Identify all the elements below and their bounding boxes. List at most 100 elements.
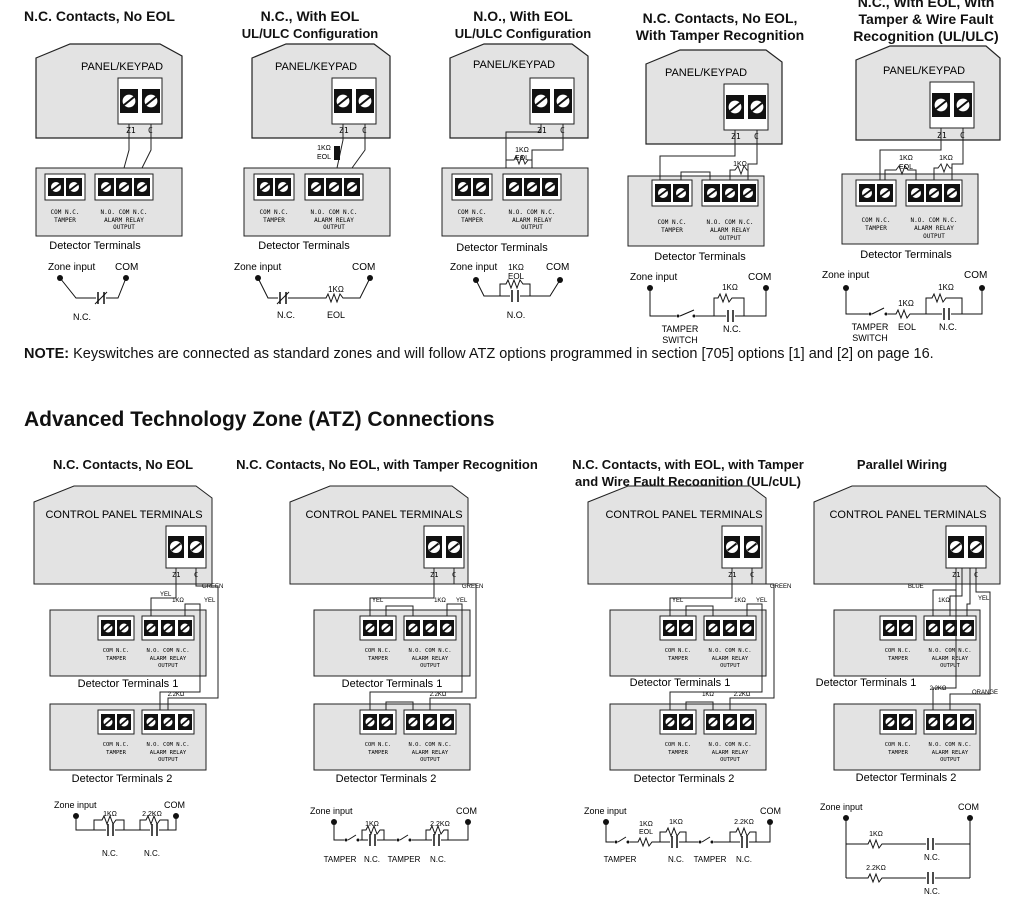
title-line1: N.O., With EOL: [473, 8, 573, 24]
tamper-label: TAMPER: [865, 225, 887, 232]
com-nc-label: COM N.C.: [365, 648, 392, 654]
atz-control-panel-1: CONTROL PANEL TERMINALS Z1 C: [33, 485, 213, 585]
alarm-relay-label: ALARM RELAY: [150, 750, 187, 756]
tamper-label: TAMPER: [668, 656, 689, 662]
detector-terminals-5: COM N.C. TAMPER N.O. COM N.C. ALARM RELA…: [841, 173, 979, 245]
resistor-1k-label: 1KΩ: [434, 598, 446, 604]
alarm-relay-label: ALARM RELAY: [932, 656, 969, 662]
detector-terminals-label: Detector Terminals: [654, 251, 746, 263]
output-label: OUTPUT: [323, 224, 345, 231]
atz-detector-4a: COM N.C. TAMPER N.O. COM N.C. ALARM RELA…: [833, 609, 981, 677]
resistor-22k-label: 2.2KΩ: [142, 811, 162, 818]
alarm-relay-label: ALARM RELAY: [512, 217, 552, 224]
eol-label: EOL: [899, 164, 913, 171]
resistor-1k-label: 1KΩ: [508, 263, 524, 272]
no-com-nc-label: N.O. COM N.C.: [928, 742, 971, 748]
title-atz-parallel-wiring: Parallel Wiring: [842, 456, 962, 473]
output-label: OUTPUT: [720, 757, 741, 763]
title-line2: UL/ULC Configuration: [241, 26, 379, 41]
note-label: NOTE:: [24, 346, 70, 362]
tamper-label: TAMPER: [368, 750, 389, 756]
atz-schematic-3: Zone input COM 1KΩ EOL 1KΩ 2.2KΩ TAMPER …: [584, 806, 781, 864]
title-nc-eol-tamper-wirefault: N.C., With EOL, With Tamper & Wire Fault…: [836, 0, 1016, 45]
wire-yel-label: YEL: [756, 598, 768, 604]
output-label: OUTPUT: [940, 757, 961, 763]
detector-terminals-2-label: Detector Terminals 2: [634, 773, 735, 785]
title-line3: Recognition (UL/ULC): [853, 28, 999, 44]
resistor-22k-label: 2.2KΩ: [430, 821, 450, 828]
tamper-label: TAMPER: [54, 217, 76, 224]
detector-terminals-label: Detector Terminals: [258, 240, 350, 252]
wire-orange-label: ORANGE: [972, 690, 998, 696]
tamper-label: TAMPER: [324, 855, 357, 864]
resistor-1k-label: 1KΩ: [939, 155, 953, 162]
alarm-relay-label: ALARM RELAY: [104, 217, 144, 224]
nc-label: N.C.: [939, 322, 957, 332]
title-atz-nc-eol-tamper-wirefault: N.C. Contacts, with EOL, with Tamper and…: [560, 456, 816, 490]
title-line1: N.C. Contacts, No EOL: [24, 8, 175, 24]
nc-label: N.C.: [73, 312, 91, 322]
title-line2: UL/ULC Configuration: [454, 26, 592, 41]
com-nc-label: COM N.C.: [103, 648, 130, 654]
title-no-with-eol: N.O., With EOL UL/ULC Configuration: [448, 8, 598, 42]
title-line1: N.C., With EOL: [260, 8, 360, 24]
nc-label: N.C.: [736, 855, 752, 864]
no-com-nc-label: N.O. COM N.C.: [146, 742, 189, 748]
eol-label: EOL: [898, 322, 916, 332]
output-label: OUTPUT: [420, 757, 441, 763]
zone-input-label: Zone input: [48, 262, 95, 273]
atz-detector-1a: COM N.C. TAMPER N.O. COM N.C. ALARM RELA…: [49, 609, 207, 677]
control-panel-terminals-label: CONTROL PANEL TERMINALS: [45, 509, 202, 521]
detector-terminals-1-label: Detector Terminals 1: [78, 678, 179, 690]
detector-terminals-1-label: Detector Terminals 1: [630, 677, 731, 689]
detector-terminals-1-label: Detector Terminals 1: [816, 677, 917, 689]
no-com-nc-label: N.O. COM N.C.: [928, 648, 971, 654]
nc-label: N.C.: [277, 310, 295, 320]
schematic-5: Zone input COM 1KΩ 1KΩ TAMPER SWITCH EOL…: [822, 270, 987, 343]
schematic-3: Zone input COM 1KΩ EOL N.O.: [450, 262, 569, 320]
atz-schematic-4: Zone input COM 1KΩ 2.2KΩ N.C. N.C.: [820, 802, 979, 896]
alarm-relay-label: ALARM RELAY: [932, 750, 969, 756]
output-label: OUTPUT: [940, 663, 961, 669]
tamper-switch-label-2: SWITCH: [662, 335, 698, 345]
panel-keypad-2: PANEL/KEYPAD Z1 C: [251, 43, 391, 139]
output-label: OUTPUT: [113, 224, 135, 231]
schematic-4: Zone input COM 1KΩ TAMPER SWITCH N.C.: [630, 272, 771, 345]
detector-terminals-label: Detector Terminals: [456, 242, 548, 254]
com-label: COM: [352, 262, 375, 273]
zone-input-label: Zone input: [630, 272, 677, 283]
panel-keypad-3: PANEL/KEYPAD Z1 C: [449, 43, 589, 139]
com-nc-label: COM N.C.: [260, 209, 289, 216]
tamper-label: TAMPER: [604, 855, 637, 864]
title-line2: With Tamper Recognition: [635, 27, 805, 43]
com-label: COM: [748, 272, 771, 283]
wire-yel-label: YEL: [672, 598, 684, 604]
eol-label: EOL: [317, 154, 331, 161]
detector-terminals-4: COM N.C. TAMPER N.O. COM N.C. ALARM RELA…: [627, 175, 765, 247]
title-atz-nc-tamper: N.C. Contacts, No EOL, with Tamper Recog…: [222, 456, 552, 473]
no-com-nc-label: N.O. COM N.C.: [509, 209, 556, 216]
zone-input-label: Zone input: [584, 806, 627, 816]
com-nc-label: COM N.C.: [365, 742, 392, 748]
no-com-nc-label: N.O. COM N.C.: [707, 219, 754, 226]
zone-input-label: Zone input: [54, 800, 97, 810]
alarm-relay-label: ALARM RELAY: [710, 227, 750, 234]
no-label: N.O.: [507, 310, 526, 320]
no-com-nc-label: N.O. COM N.C.: [101, 209, 148, 216]
detector-terminals-label: Detector Terminals: [49, 240, 141, 252]
tamper-switch-label-1: TAMPER: [662, 324, 699, 334]
title-line1: N.C. Contacts, No EOL, with Tamper Recog…: [236, 457, 538, 472]
resistor-1k-label: 1KΩ: [938, 283, 954, 292]
resistor-1k-label: 1KΩ: [734, 598, 746, 604]
atz-control-panel-2: CONTROL PANEL TERMINALS Z1 C: [289, 485, 469, 585]
detector-terminals-1: COM N.C. TAMPER N.O. COM N.C. ALARM RELA…: [35, 167, 183, 237]
no-com-nc-label: N.O. COM N.C.: [311, 209, 358, 216]
top-wiring-diagrams: PANEL/KEYPAD Z1 C COM N.C. TAMPER N.O. C…: [35, 43, 1001, 345]
resistor-1k-label: 1KΩ: [515, 147, 529, 154]
com-label: COM: [115, 262, 138, 273]
com-nc-label: COM N.C.: [458, 209, 487, 216]
resistor-1k-label: 1KΩ: [103, 811, 117, 818]
eol-label: EOL: [327, 310, 345, 320]
com-label: COM: [456, 806, 477, 816]
tamper-label: TAMPER: [263, 217, 285, 224]
